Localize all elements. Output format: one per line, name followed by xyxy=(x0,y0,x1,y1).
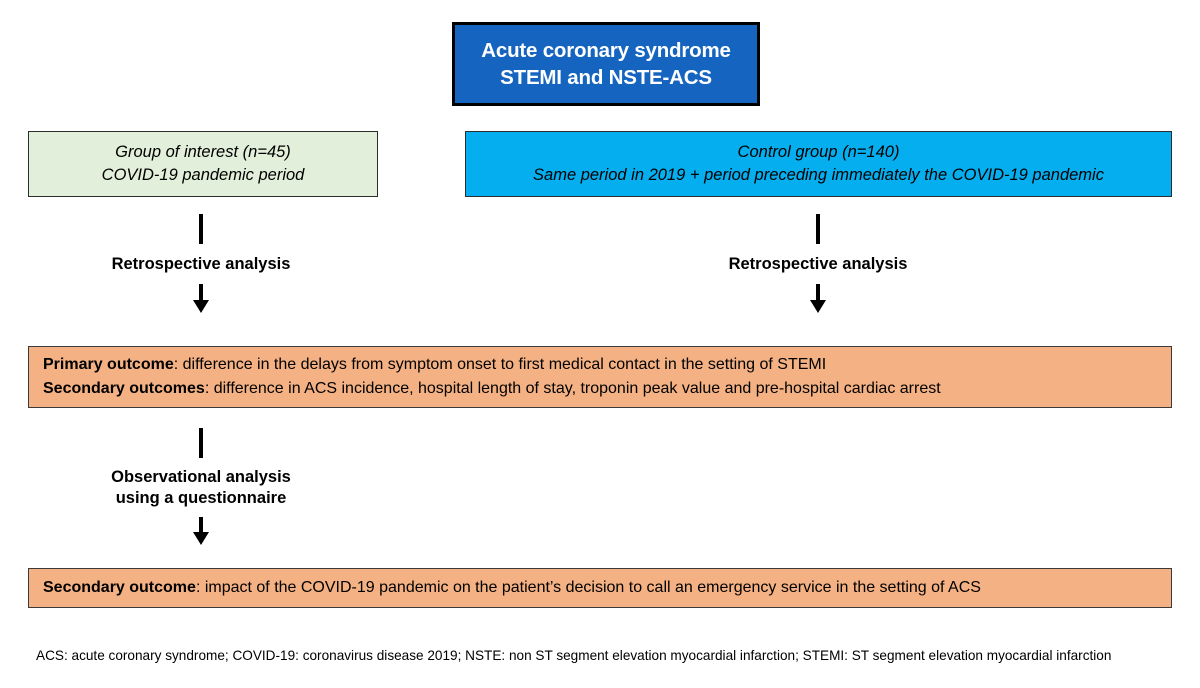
arrow-head-icon xyxy=(193,300,209,313)
secondary-outcome-box: Secondary outcome: impact of the COVID-1… xyxy=(28,568,1172,608)
arrow-label-retrospective-analysis-right: Retrospective analysis xyxy=(728,255,908,273)
primary-outcome-label: Primary outcome xyxy=(43,356,174,373)
arrow-shaft-icon xyxy=(199,517,203,533)
arrow-label-observational-analysis: Observational analysis using a questionn… xyxy=(111,467,291,509)
arrow-down-icon xyxy=(810,275,826,313)
header-line-2: STEMI and NSTE-ACS xyxy=(500,66,712,89)
group-line-2: COVID-19 pandemic period xyxy=(101,166,305,184)
group-of-interest-box: Group of interest (n=45) COVID-19 pandem… xyxy=(28,131,378,197)
arrow-label-retrospective-analysis-left: Retrospective analysis xyxy=(111,255,291,273)
primary-outcome-box: Primary outcome: difference in the delay… xyxy=(28,346,1172,408)
primary-outcome-text: : difference in the delays from symptom … xyxy=(173,356,827,373)
group-line-1: Group of interest (n=45) xyxy=(115,143,291,161)
arrow-group-retrospective-analysis-left: Retrospective analysis xyxy=(108,214,294,313)
acute-coronary-syndrome-box: Acute coronary syndrome STEMI and NSTE-A… xyxy=(452,22,760,106)
secondary-outcomes-line: Secondary outcomes: difference in ACS in… xyxy=(43,377,1161,401)
secondary-outcome-line: Secondary outcome: impact of the COVID-1… xyxy=(43,577,1161,599)
arrow-head-icon xyxy=(810,300,826,313)
arrow-shaft-icon xyxy=(816,284,820,301)
control-group-box: Control group (n=140) Same period in 201… xyxy=(465,131,1172,197)
secondary-outcomes-label: Secondary outcomes xyxy=(43,380,205,397)
control-line-1: Control group (n=140) xyxy=(737,143,900,161)
abbreviations-footnote: ACS: acute coronary syndrome; COVID-19: … xyxy=(36,648,1112,663)
arrow-stem-icon xyxy=(816,214,820,244)
control-line-2: Same period in 2019 + period preceding i… xyxy=(533,166,1104,184)
arrow-label-line-2: using a questionnaire xyxy=(115,489,287,507)
primary-outcome-line: Primary outcome: difference in the delay… xyxy=(43,353,1161,377)
secondary-outcome-text: : impact of the COVID-19 pandemic on the… xyxy=(195,579,981,596)
arrow-shaft-icon xyxy=(199,284,203,301)
arrow-down-icon xyxy=(193,275,209,313)
arrow-down-icon xyxy=(193,509,209,545)
arrow-head-icon xyxy=(193,532,209,545)
secondary-outcomes-text: : difference in ACS incidence, hospital … xyxy=(204,380,941,397)
arrow-group-observational-analysis: Observational analysis using a questionn… xyxy=(100,428,302,545)
arrow-stem-icon xyxy=(199,428,203,458)
header-line-1: Acute coronary syndrome xyxy=(481,39,731,62)
arrow-label-line-1: Observational analysis xyxy=(111,468,291,486)
arrow-stem-icon xyxy=(199,214,203,244)
secondary-outcome-label: Secondary outcome xyxy=(43,579,196,596)
arrow-group-retrospective-analysis-right: Retrospective analysis xyxy=(725,214,911,313)
